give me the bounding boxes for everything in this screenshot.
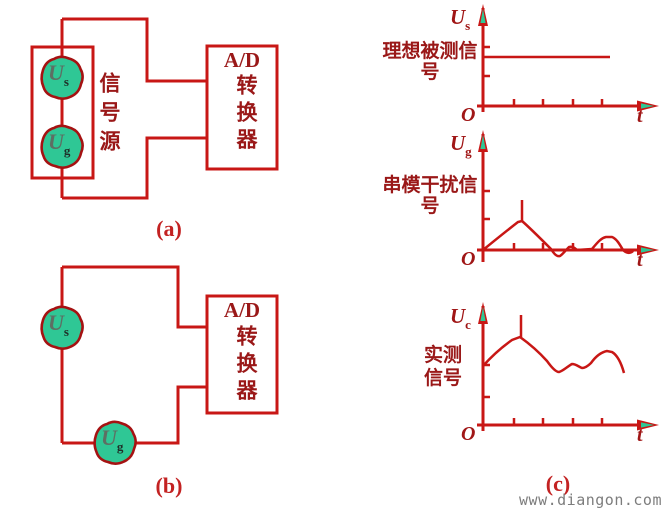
plot1-description: 理想被测信号	[382, 41, 478, 83]
uc-waveform	[482, 335, 626, 374]
plot2-x-label: t	[637, 249, 643, 271]
plot3-x-label: t	[637, 424, 643, 446]
adc-title-a: A/D	[223, 48, 261, 72]
source-symbol: U	[48, 310, 64, 335]
axis-symbol: U	[450, 131, 466, 155]
plot1-origin-label: O	[461, 104, 476, 126]
source-us-label-a: Us	[48, 60, 69, 89]
y-ticks	[483, 45, 490, 78]
axis-symbol: U	[450, 5, 466, 29]
source-subscript: g	[116, 439, 124, 454]
source-ug-label-a: Ug	[48, 129, 71, 158]
plot3-description: 实测信号	[423, 345, 462, 389]
adc-box-a	[205, 44, 279, 171]
source-subscript: g	[63, 143, 71, 158]
adc-label-b: 转换器	[234, 325, 258, 406]
source-subscript: s	[63, 74, 69, 89]
source-symbol: U	[48, 129, 64, 154]
wire-top-b	[62, 265, 207, 329]
axis-symbol: U	[450, 304, 466, 328]
caption-b: (b)	[155, 473, 183, 498]
plot-uc-axes	[477, 306, 640, 431]
plot1-x-label: t	[637, 105, 643, 127]
plot2-description: 串模干扰信号	[382, 175, 478, 217]
y-arrow-icon	[478, 4, 488, 26]
x-ticks	[512, 243, 604, 250]
plot2-origin-label: O	[461, 248, 476, 270]
y-ticks	[483, 189, 490, 221]
adc-title-b: A/D	[223, 298, 261, 322]
source-ug-label-b: Ug	[101, 425, 124, 454]
wire-bottom-a	[62, 136, 207, 200]
caption-c: (c)	[545, 471, 571, 496]
source-subscript: s	[63, 324, 69, 339]
axis-subscript: g	[465, 144, 472, 159]
source-us-label-b: Us	[48, 310, 69, 339]
wire-top-a	[62, 17, 207, 83]
caption-a: (a)	[156, 216, 182, 241]
plot3-y-label: Uc	[450, 304, 471, 332]
plot-us-axes	[477, 8, 640, 112]
adc-label-a: 转换器	[234, 74, 258, 155]
axis-subscript: c	[465, 317, 471, 332]
x-ticks	[512, 418, 604, 425]
signal-source-label: 信号源	[97, 72, 121, 159]
ug-waveform	[482, 219, 634, 258]
plot2-y-label: Ug	[450, 131, 472, 159]
y-arrow-icon	[478, 130, 488, 152]
plot-ug-axes	[477, 134, 640, 262]
axis-subscript: s	[465, 18, 471, 33]
plot3-origin-label: O	[461, 423, 476, 445]
source-symbol: U	[48, 60, 64, 85]
adc-box-b	[205, 294, 279, 415]
x-ticks	[512, 99, 604, 106]
y-arrow-icon	[478, 302, 488, 324]
plot1-y-label: Us	[450, 5, 471, 33]
source-symbol: U	[101, 425, 117, 450]
watermark: www.diangon.com	[519, 491, 662, 509]
